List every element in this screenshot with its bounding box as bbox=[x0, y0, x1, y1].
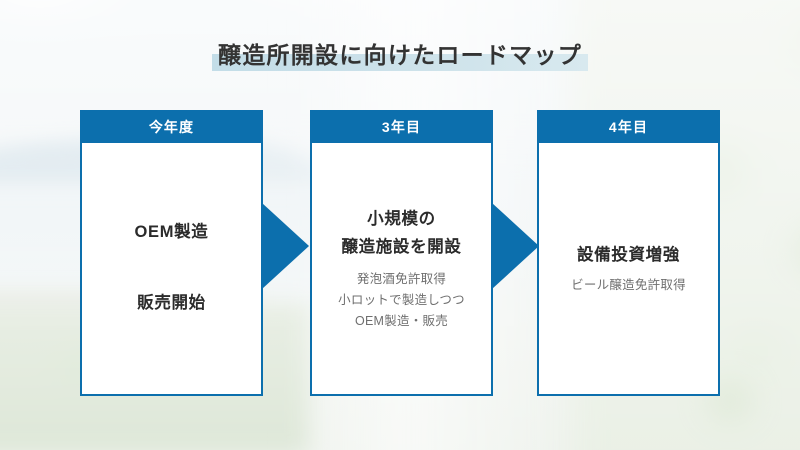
step-3-header-label: 4年目 bbox=[608, 118, 649, 135]
step-1-header: 今年度 bbox=[80, 110, 263, 143]
step-1-body: OEM製造 販売開始 bbox=[80, 143, 263, 396]
title-container: 醸造所開設に向けたロードマップ bbox=[0, 40, 800, 72]
arrow-right-icon bbox=[492, 203, 539, 289]
title-text: 醸造所開設に向けたロードマップ bbox=[218, 42, 582, 68]
arrow-step-2-to-3 bbox=[492, 203, 539, 289]
step-3-sub-text: ビール醸造免許取得 bbox=[571, 278, 686, 293]
step-3-main-text: 設備投資増強 bbox=[577, 245, 680, 264]
step-1-main-text: OEM製造 販売開始 bbox=[134, 223, 209, 313]
step-2-header-label: 3年目 bbox=[381, 118, 422, 135]
roadmap-step-1: 今年度 OEM製造 販売開始 bbox=[80, 110, 263, 398]
roadmap-step-2: 3年目 小規模の 醸造施設を開設 発泡酒免許取得 小ロットで製造しつつ OEM製… bbox=[310, 110, 493, 398]
step-3-header: 4年目 bbox=[537, 110, 720, 143]
step-2-main-text: 小規模の 醸造施設を開設 bbox=[341, 209, 462, 256]
arrow-step-1-to-2 bbox=[262, 203, 309, 289]
arrow-right-icon bbox=[262, 203, 309, 289]
title-highlight bbox=[212, 54, 588, 71]
step-2-body: 小規模の 醸造施設を開設 発泡酒免許取得 小ロットで製造しつつ OEM製造・販売 bbox=[310, 143, 493, 396]
page-title: 醸造所開設に向けたロードマップ bbox=[212, 40, 588, 72]
step-1-header-label: 今年度 bbox=[148, 118, 195, 135]
step-2-header: 3年目 bbox=[310, 110, 493, 143]
step-2-sub-text: 発泡酒免許取得 小ロットで製造しつつ OEM製造・販売 bbox=[338, 272, 465, 329]
roadmap-step-3: 4年目 設備投資増強 ビール醸造免許取得 bbox=[537, 110, 720, 398]
step-3-body: 設備投資増強 ビール醸造免許取得 bbox=[537, 143, 720, 396]
